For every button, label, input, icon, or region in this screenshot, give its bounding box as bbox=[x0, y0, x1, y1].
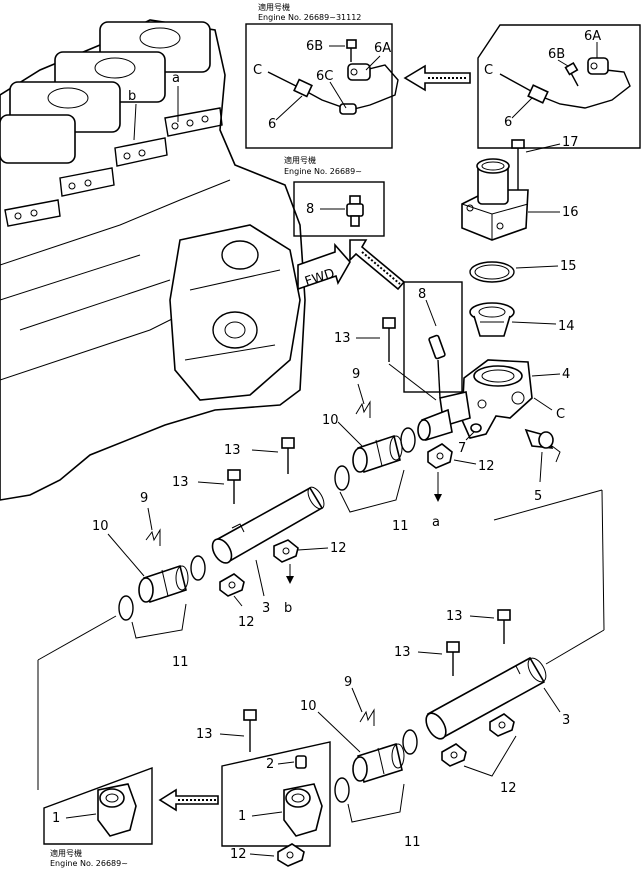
callout-13-housing: 13 bbox=[334, 331, 351, 346]
callout-17: 17 bbox=[562, 135, 579, 150]
water-pipe-lower bbox=[425, 656, 547, 740]
thermostat-cover bbox=[461, 158, 529, 241]
callout-13-upper-a: 13 bbox=[224, 443, 241, 458]
callout-6A-inset-right: 6A bbox=[584, 29, 601, 44]
callout-13-elbow: 13 bbox=[196, 727, 213, 742]
inset-bottom-caption-1: 適用号機 bbox=[50, 848, 82, 858]
callout-6-inset-top: 6 bbox=[268, 117, 276, 132]
callout-10-left: 10 bbox=[92, 519, 109, 534]
inset-bottom-caption-2: Engine No. 26689~ bbox=[50, 859, 128, 868]
callout-5: 5 bbox=[534, 489, 542, 504]
callout-9-lower: 9 bbox=[344, 675, 352, 690]
callout-6B-inset-top: 6B bbox=[306, 39, 323, 54]
gasket-lower-a bbox=[489, 713, 515, 737]
callout-16: 16 bbox=[562, 205, 579, 220]
gasket-lower-b bbox=[441, 743, 467, 767]
gasket-ring bbox=[469, 261, 515, 283]
inset-mid-caption-1: 適用号機 bbox=[284, 155, 316, 165]
callout-12-lower: 12 bbox=[500, 781, 517, 796]
callout-9-left: 9 bbox=[140, 491, 148, 506]
callout-13-lower-a: 13 bbox=[446, 609, 463, 624]
callout-10-lower: 10 bbox=[300, 699, 317, 714]
callout-a-engine: a bbox=[172, 71, 180, 86]
callout-13-upper-b: 13 bbox=[172, 475, 189, 490]
callout-7: 7 bbox=[458, 441, 466, 456]
callout-6C-inset-top: 6C bbox=[316, 69, 333, 84]
callout-12-bottom: 12 bbox=[230, 847, 247, 862]
water-pipe-upper bbox=[211, 486, 325, 564]
callout-a-housing: a bbox=[432, 515, 440, 530]
temperature-sensor bbox=[524, 428, 561, 463]
callout-4: 4 bbox=[562, 367, 570, 382]
callout-3-upper: 3 bbox=[262, 601, 270, 616]
inset-elbow-late: 1 適用号機 Engine No. 26689~ bbox=[43, 766, 153, 868]
inset-sensor-late: 6A 6B C 6 bbox=[477, 24, 641, 149]
callout-6B-inset-right: 6B bbox=[548, 47, 565, 62]
callout-8-inset: 8 bbox=[306, 202, 314, 217]
callout-15: 15 bbox=[560, 259, 577, 274]
callout-11-left: 11 bbox=[172, 655, 189, 670]
callout-C-housing: C bbox=[556, 407, 565, 422]
fwd-arrow: FWD bbox=[297, 242, 351, 291]
gasket-upper-a bbox=[273, 539, 299, 563]
engine-block bbox=[0, 19, 306, 501]
inset-top-caption-1: 適用号機 bbox=[258, 2, 290, 12]
callout-8-housing: 8 bbox=[418, 287, 426, 302]
callout-12-housing: 12 bbox=[478, 459, 495, 474]
gasket-bottom bbox=[277, 843, 305, 867]
callout-12-upper-a: 12 bbox=[330, 541, 347, 556]
callout-9-upper: 9 bbox=[352, 367, 360, 382]
transition-arrow-bottom bbox=[158, 788, 219, 812]
inset-elbow: 13 2 1 bbox=[196, 709, 331, 847]
inset-plug: 適用号機 Engine No. 26689~ 8 bbox=[284, 155, 385, 237]
gasket-upper-b bbox=[219, 573, 245, 597]
inset-mid-caption-2: Engine No. 26689~ bbox=[284, 167, 362, 176]
callout-b-engine: b bbox=[128, 89, 136, 104]
gasket-housing bbox=[427, 443, 453, 469]
callout-1-inset: 1 bbox=[52, 811, 60, 826]
callout-13-lower-b: 13 bbox=[394, 645, 411, 660]
callout-11-lower: 11 bbox=[404, 835, 421, 850]
inset-sensor-early: 適用号機 Engine No. 26689~31112 6B 6A C 6C 6 bbox=[245, 2, 399, 149]
callout-3-lower: 3 bbox=[562, 713, 570, 728]
callout-6-inset-right: 6 bbox=[504, 115, 512, 130]
callout-12-upper-b: 12 bbox=[238, 615, 255, 630]
callout-b-pipe: b bbox=[284, 601, 292, 616]
callout-6A-inset-top: 6A bbox=[374, 41, 391, 56]
callout-11-upper: 11 bbox=[392, 519, 409, 534]
callout-C-inset-top: C bbox=[253, 63, 262, 78]
inset-top-caption-2: Engine No. 26689~31112 bbox=[258, 13, 361, 22]
thermostat bbox=[469, 302, 515, 337]
callout-C-inset-right: C bbox=[484, 63, 493, 78]
callout-14: 14 bbox=[558, 319, 575, 334]
callout-2: 2 bbox=[266, 757, 274, 772]
water-outlet-housing bbox=[417, 359, 533, 442]
callout-10-upper: 10 bbox=[322, 413, 339, 428]
callout-1-elbow: 1 bbox=[238, 809, 246, 824]
